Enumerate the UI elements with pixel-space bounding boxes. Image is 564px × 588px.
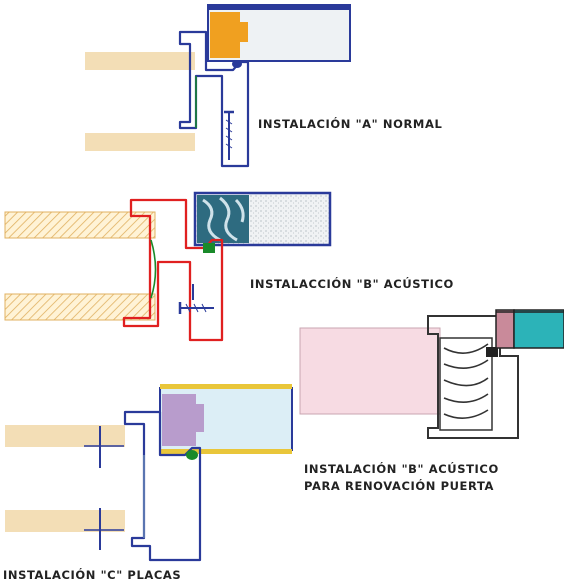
gasket-seal <box>486 347 498 357</box>
caption-installation-a: INSTALACIÓN "A" NORMAL <box>258 117 443 131</box>
caption-installation-c: INSTALACIÓN "C" PLACAS <box>3 568 182 582</box>
door-edge-top <box>160 384 292 389</box>
door-edge-bottom <box>160 449 292 454</box>
diagram-renovation <box>299 309 564 439</box>
wall-board-bottom <box>4 293 156 321</box>
acoustic-wave-1 <box>202 198 221 242</box>
wall-board-bottom <box>85 133 195 151</box>
gasket-seal <box>186 450 198 460</box>
door-core <box>210 12 248 58</box>
gasket-green <box>150 239 157 299</box>
screw-thread <box>225 119 233 149</box>
caption-renovation-line2: PARA RENOVACIÓN PUERTA <box>304 479 494 493</box>
frame-profile <box>122 198 224 342</box>
wall-board-bottom <box>5 510 125 532</box>
acoustic-wave-3 <box>234 198 245 223</box>
screw-thread <box>185 303 207 313</box>
caption-installation-b: INSTALACCIÓN "B" ACÚSTICO <box>250 277 454 291</box>
gasket-seal <box>232 60 242 68</box>
panel-mauve <box>495 309 515 349</box>
existing-door-panel <box>299 327 441 415</box>
diagram-a <box>85 4 351 168</box>
panel-cyan <box>513 309 564 349</box>
wall-board-top <box>85 52 195 70</box>
wood-grain <box>443 343 489 419</box>
gasket-seal <box>203 243 215 253</box>
wall-board-top <box>5 425 125 447</box>
acoustic-wave-2 <box>219 196 238 242</box>
caption-renovation-line1: INSTALACIÓN "B" ACÚSTICO <box>304 462 499 476</box>
diagram-c <box>5 384 293 562</box>
diagram-b <box>4 191 332 342</box>
door-core <box>162 394 204 446</box>
frame-profile <box>178 30 250 168</box>
door-edge-band <box>208 5 350 10</box>
